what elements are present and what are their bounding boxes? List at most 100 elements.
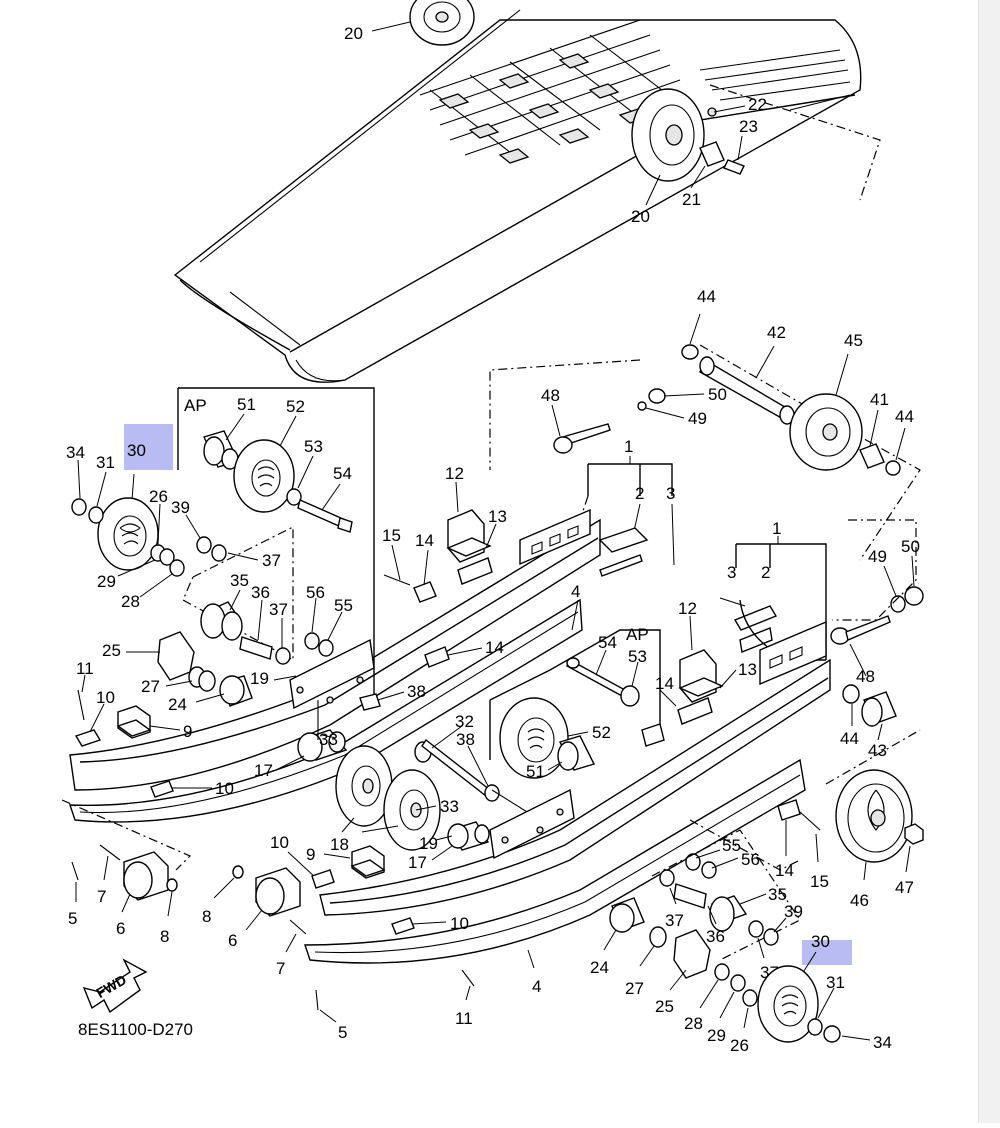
wheel-30-right: [757, 965, 819, 1043]
callout-44-top: 44: [697, 287, 716, 306]
callout-18: 18: [330, 835, 349, 854]
callout-20-top: 20: [344, 24, 363, 43]
ap-box-right: [489, 629, 661, 760]
callout-1-lower: 1: [772, 519, 781, 538]
callout-2-upper: 2: [635, 484, 644, 503]
callout-10-lower-a: 10: [270, 833, 289, 852]
callout-39-right: 39: [784, 902, 803, 921]
callout-24-right: 24: [590, 958, 609, 977]
callout-5-upper: 5: [68, 909, 77, 928]
callout-9-lower: 9: [306, 845, 315, 864]
callout-10-lower-b: 10: [450, 914, 469, 933]
callout-15-lower: 15: [810, 872, 829, 891]
spacer-35-36-left: [200, 601, 291, 665]
idler-wheel-20: [631, 88, 745, 182]
callout-44-lower: 44: [840, 729, 859, 748]
callout-28-right: 28: [684, 1014, 703, 1033]
callout-12-right: 12: [678, 599, 697, 618]
ap-left-parts: [203, 430, 353, 533]
slide-rail-upper: [69, 508, 601, 823]
callout-7-upper: 7: [97, 887, 106, 906]
callout-31-right: 31: [826, 973, 845, 992]
callout-36-right: 36: [706, 927, 725, 946]
callout-56-right: 56: [741, 850, 760, 869]
diagram-code: 8ES1100-D270: [78, 1020, 193, 1039]
callout-47: 47: [895, 878, 914, 897]
callout-11-upper: 11: [76, 659, 94, 678]
callout-2-lower: 2: [761, 563, 770, 582]
callout-51-left: 51: [237, 395, 256, 414]
callout-34-right: 34: [873, 1033, 892, 1052]
callout-34-left: 34: [66, 443, 85, 462]
callout-35-right: 35: [768, 885, 787, 904]
callout-4-lower: 4: [532, 977, 541, 996]
callout-12-upper: 12: [445, 464, 464, 483]
callout-19-lower: 19: [419, 834, 438, 853]
nut-34-right: [823, 1025, 841, 1043]
block-9-lower: [350, 845, 386, 879]
axle-17-lower: [447, 821, 490, 851]
rear-axle-group: [553, 344, 901, 476]
callout-36-left: 36: [251, 583, 270, 602]
callout-54-right: 54: [598, 633, 617, 652]
callout-26-right: 26: [730, 1036, 749, 1055]
callout-26-left: 26: [149, 487, 168, 506]
callout-37-right-a: 37: [665, 911, 684, 930]
callout-25-right: 25: [655, 997, 674, 1016]
callout-48-top: 48: [541, 386, 560, 405]
callout-14-upper: 14: [415, 531, 434, 550]
callout-28-left: 28: [121, 592, 140, 611]
parts-24-27-25-right: [609, 897, 758, 1007]
callout-29-right: 29: [707, 1026, 726, 1045]
callout-53-left: 53: [304, 437, 323, 456]
spacer-43: [861, 691, 897, 727]
scrollbar-track[interactable]: [978, 0, 1000, 1123]
track-belt: [173, 9, 862, 383]
callout-4-upper: 4: [571, 582, 580, 601]
callout-54-left: 54: [333, 464, 352, 483]
callout-38-upper: 38: [407, 682, 426, 701]
callout-43: 43: [868, 741, 887, 760]
nut-34-left: [71, 498, 87, 516]
wheel-52-right: [499, 697, 569, 779]
block-6-upper: [123, 851, 169, 901]
callout-42: 42: [767, 323, 786, 342]
callout-33-upper: 33: [319, 730, 338, 749]
callout-46: 46: [850, 891, 869, 910]
callout-31-left: 31: [96, 453, 115, 472]
callout-44-right: 44: [895, 407, 914, 426]
track-lug-grid: [419, 19, 681, 164]
callout-24-left: 24: [168, 695, 187, 714]
callout-8-upper: 8: [160, 927, 169, 946]
callout-9-upper: 9: [183, 722, 192, 741]
callout-55-left: 55: [334, 596, 353, 615]
callout-49-right: 49: [868, 547, 887, 566]
callout-32: 32: [455, 712, 474, 731]
fwd-arrow-icon: FWD: [82, 958, 148, 1014]
callout-14-lower: 14: [775, 861, 794, 880]
callout-56-left: 56: [306, 583, 325, 602]
callout-6-upper: 6: [116, 919, 125, 938]
idler-wheel-20-top: [409, 0, 475, 46]
callout-13-right: 13: [738, 660, 757, 679]
callout-3-lower: 3: [727, 563, 736, 582]
callout-50-top: 50: [708, 385, 727, 404]
callout-7-lower: 7: [276, 959, 285, 978]
callout-41: 41: [870, 390, 889, 409]
wheel-46: [835, 769, 913, 863]
parts-25-27-24-left: [157, 631, 253, 707]
callout-37-left-lower: 37: [269, 600, 288, 619]
slider-block-12-13-right: [677, 649, 724, 725]
callout-25-left: 25: [102, 641, 121, 660]
spacer-35-36-right: [673, 883, 748, 932]
callout-30-right: 30: [811, 932, 830, 951]
callout-6-lower: 6: [228, 931, 237, 950]
callout-17-upper: 17: [254, 761, 273, 780]
callout-38-mid: 38: [456, 730, 475, 749]
wheel-30-left: [97, 497, 159, 571]
callout-49-top: 49: [688, 409, 707, 428]
ap-box-left: [178, 387, 375, 700]
callout-1-upper: 1: [624, 437, 633, 456]
